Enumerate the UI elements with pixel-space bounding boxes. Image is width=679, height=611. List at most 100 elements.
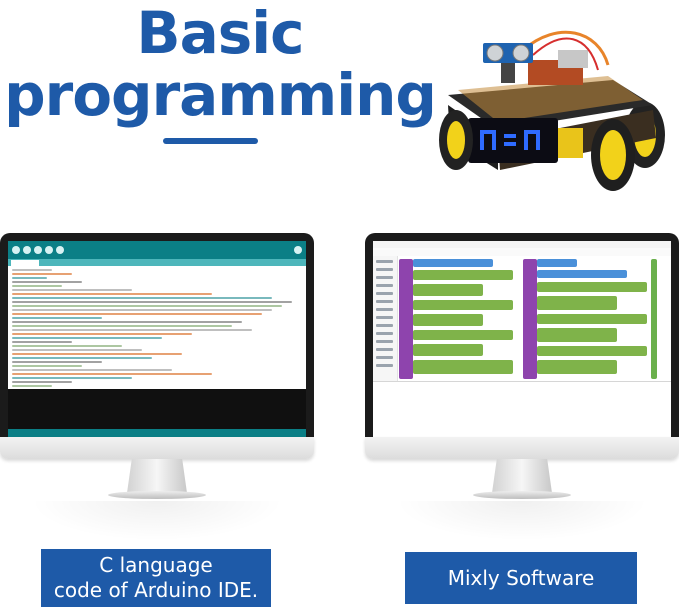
code-line <box>12 273 72 275</box>
block-category-item[interactable] <box>376 284 393 287</box>
sketch-tab <box>11 260 39 266</box>
block-category-item[interactable] <box>376 308 393 311</box>
robot-car-illustration <box>439 30 665 191</box>
monitor-stand-neck <box>127 459 187 493</box>
led-matrix-pattern <box>480 130 540 150</box>
monitor-mixly <box>365 233 679 541</box>
monitor-chin <box>0 437 314 459</box>
block-category-item[interactable] <box>376 260 393 263</box>
gear-motor <box>558 128 583 158</box>
code-editor <box>8 266 306 389</box>
arduino-toolbar <box>8 241 306 259</box>
block-category-item[interactable] <box>376 292 393 295</box>
headline-underline <box>163 138 258 144</box>
code-line <box>12 297 272 299</box>
code-line <box>12 281 82 283</box>
code-line <box>12 341 72 343</box>
upload-icon <box>23 246 31 254</box>
acrylic-plate <box>458 76 643 122</box>
code-block[interactable] <box>537 282 647 292</box>
block-category-item[interactable] <box>376 316 393 319</box>
code-block[interactable] <box>523 259 537 379</box>
status-bar <box>8 429 306 437</box>
code-line <box>12 369 172 371</box>
code-block[interactable] <box>413 360 513 374</box>
save-icon <box>56 246 64 254</box>
block-category-item[interactable] <box>376 348 393 351</box>
code-block[interactable] <box>413 270 513 280</box>
headline: Basic programming <box>0 0 440 126</box>
block-category-item[interactable] <box>376 356 393 359</box>
code-block[interactable] <box>537 270 627 278</box>
code-line <box>12 285 62 287</box>
code-line <box>12 329 252 331</box>
code-line <box>12 345 122 347</box>
code-line <box>12 357 152 359</box>
code-block[interactable] <box>537 360 617 374</box>
code-block[interactable] <box>537 296 617 310</box>
code-line <box>12 293 212 295</box>
block-category-item[interactable] <box>376 340 393 343</box>
code-line <box>12 333 192 335</box>
monitor-stand-neck <box>492 459 552 493</box>
caption-mixly: Mixly Software <box>405 552 637 604</box>
led-matrix-panel <box>468 118 558 163</box>
code-line <box>12 381 72 383</box>
code-line <box>12 305 282 307</box>
wheel-front-right-hub <box>600 130 626 180</box>
monitor-stand-foot <box>473 491 571 499</box>
verify-icon <box>12 246 20 254</box>
code-line <box>12 373 212 375</box>
block-workspace <box>398 256 671 381</box>
new-icon <box>34 246 42 254</box>
wheel-front-left-hub <box>447 121 465 159</box>
sketch-tab-bar <box>8 259 306 266</box>
block-category-item[interactable] <box>376 332 393 335</box>
block-category-item[interactable] <box>376 268 393 271</box>
block-category-item[interactable] <box>376 300 393 303</box>
mixly-screen <box>373 241 671 437</box>
ultrasonic-eye-right <box>512 44 530 62</box>
mixly-output-panel <box>373 381 671 437</box>
arduino-ide-screen <box>8 241 306 437</box>
serial-monitor-icon <box>294 246 302 254</box>
code-block[interactable] <box>413 314 483 326</box>
code-line <box>12 365 82 367</box>
code-line <box>12 277 47 279</box>
code-line <box>12 301 292 303</box>
output-console <box>8 389 306 429</box>
code-block[interactable] <box>413 330 513 340</box>
code-line <box>12 313 262 315</box>
code-block[interactable] <box>537 259 577 267</box>
block-category-item[interactable] <box>376 364 393 367</box>
code-line <box>12 353 182 355</box>
headline-line-2: programming <box>4 61 437 129</box>
code-block[interactable] <box>399 259 413 379</box>
headline-line-1: Basic <box>136 0 304 67</box>
monitor-arduino-ide <box>0 233 314 541</box>
code-line <box>12 317 102 319</box>
code-block[interactable] <box>413 284 483 296</box>
code-block[interactable] <box>537 328 617 342</box>
code-block[interactable] <box>537 346 647 356</box>
code-line <box>12 377 132 379</box>
code-line <box>12 289 132 291</box>
code-block[interactable] <box>537 314 647 324</box>
ultrasonic-eye-left <box>486 44 504 62</box>
block-category-item[interactable] <box>376 276 393 279</box>
code-block[interactable] <box>651 259 657 379</box>
wires <box>522 30 610 66</box>
code-block[interactable] <box>413 300 513 310</box>
code-line <box>12 361 102 363</box>
monitor-stand-foot <box>108 491 206 499</box>
code-block[interactable] <box>413 259 493 267</box>
code-line <box>12 349 142 351</box>
caption-arduino-ide: C language code of Arduino IDE. <box>41 549 271 607</box>
code-line <box>12 337 162 339</box>
code-block[interactable] <box>413 344 483 356</box>
monitor-chin <box>365 437 679 459</box>
block-category-item[interactable] <box>376 324 393 327</box>
block-category-list <box>373 256 398 381</box>
sensor-board <box>558 50 588 68</box>
wires-red <box>532 37 599 71</box>
